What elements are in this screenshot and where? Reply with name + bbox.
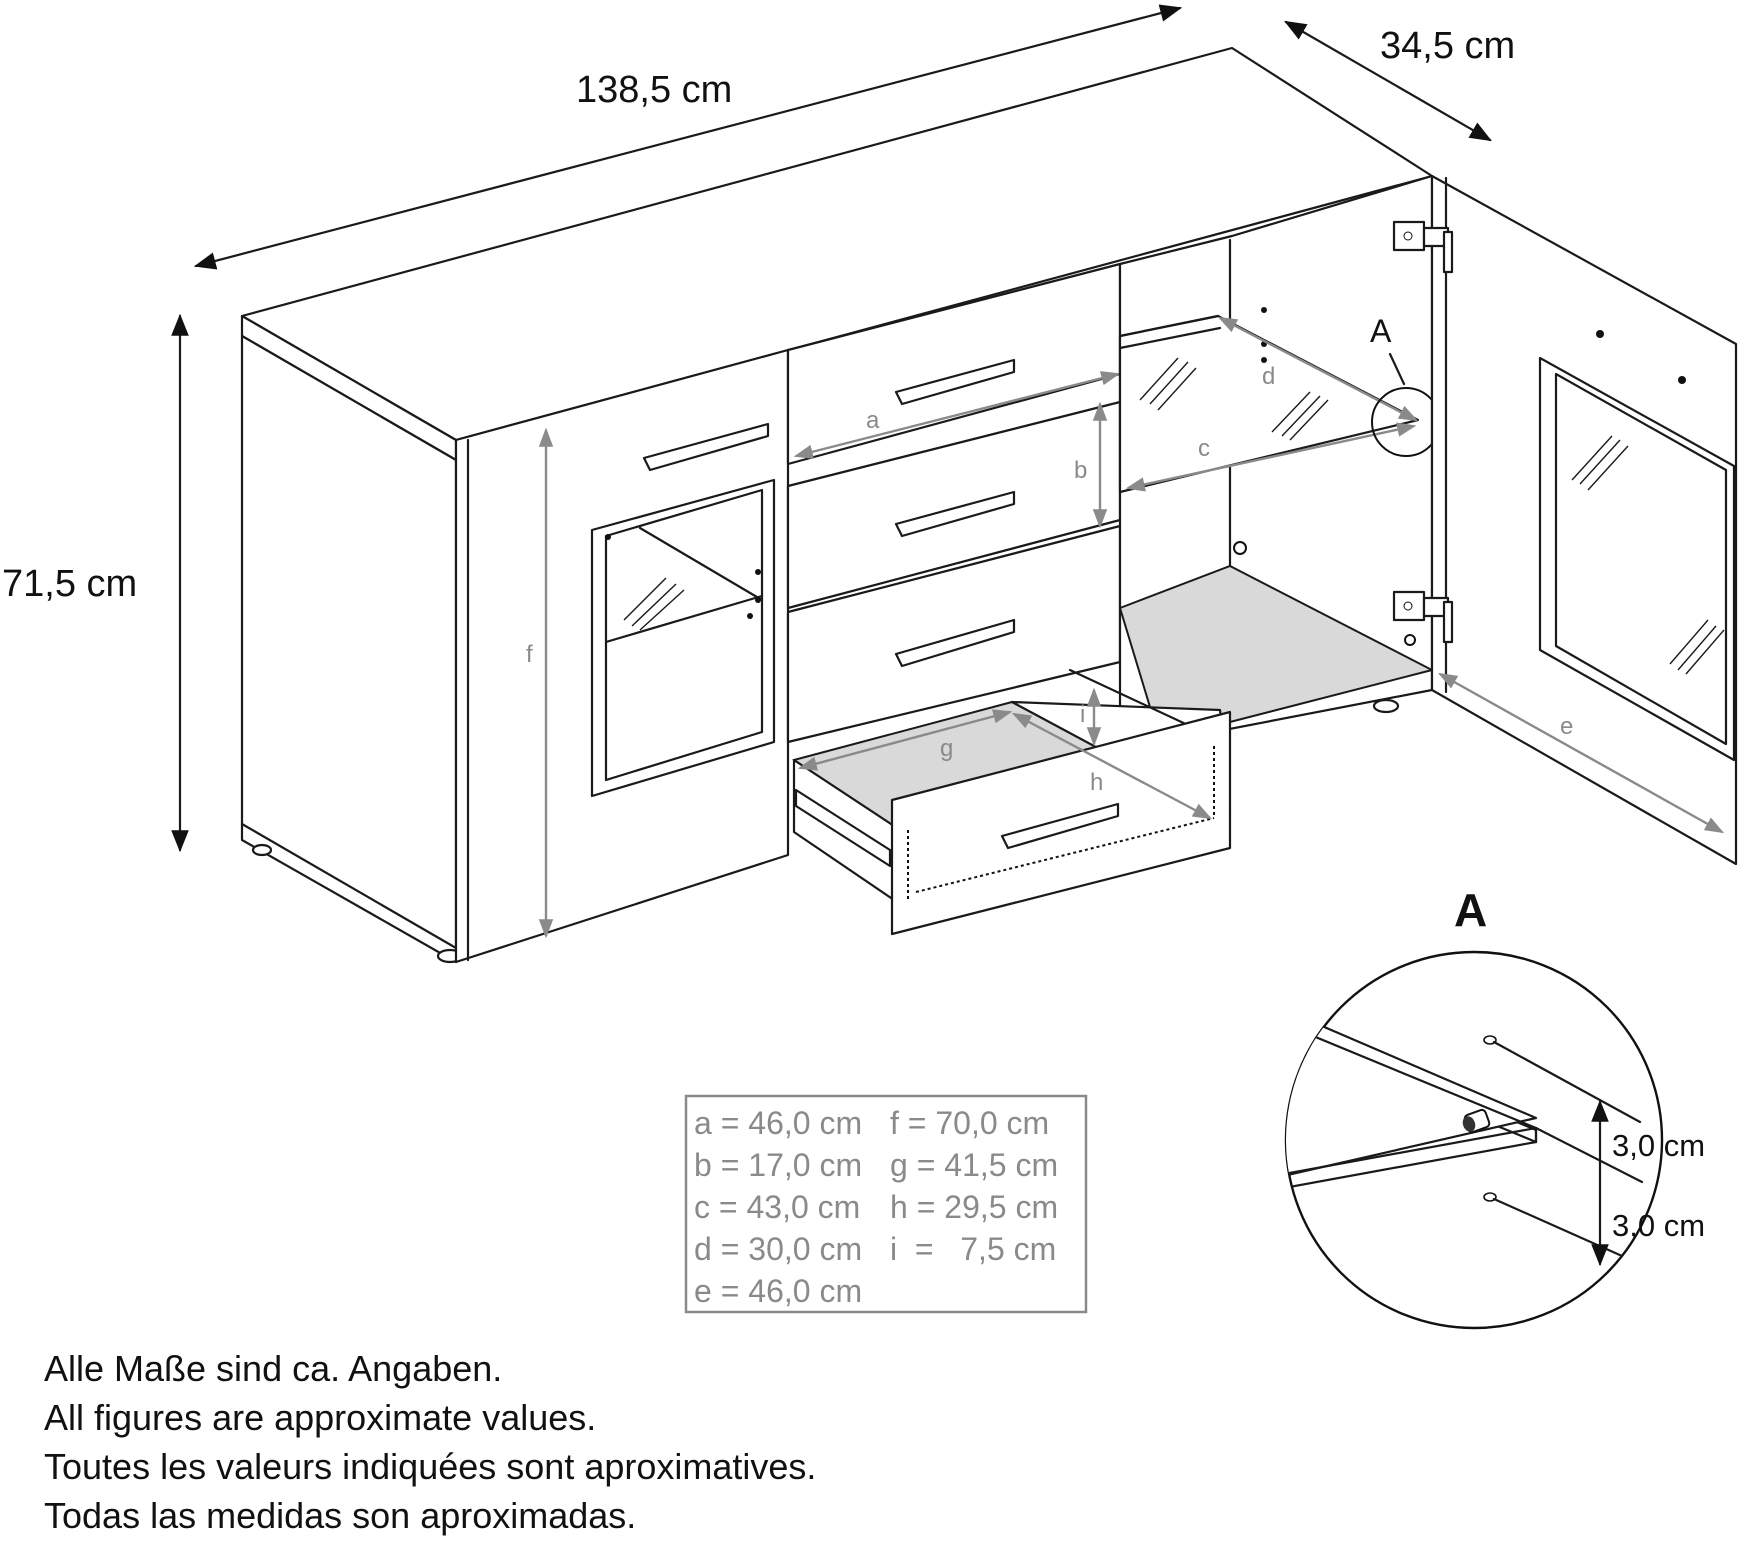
dim-g-label: g: [940, 735, 953, 762]
legend-row-1-left: a = 46,0 cm: [694, 1105, 862, 1141]
dim-d-label: d: [1262, 363, 1275, 390]
dim-e-label: e: [1560, 713, 1573, 740]
dim-f-label: f: [526, 641, 533, 668]
dim-b-label: b: [1074, 457, 1087, 484]
width-arrow: [193, 4, 1183, 270]
dim-g-line: [797, 709, 1013, 771]
detail-marker-label: A: [1370, 313, 1392, 349]
drawer-runner: [794, 788, 892, 868]
note-french: Toutes les valeurs indiquées sont aproxi…: [44, 1446, 817, 1487]
left-door-glass: [590, 478, 776, 798]
drawer-3-handle: [894, 618, 1016, 668]
note-english: All figures are approximate values.: [44, 1397, 597, 1438]
legend-row-2-left: b = 17,0 cm: [694, 1147, 862, 1183]
right-door-glass: [1538, 356, 1736, 762]
legend-row-3-left: c = 43,0 cm: [694, 1189, 860, 1225]
dim-a-line: [793, 371, 1121, 459]
width-label: 138,5 cm: [576, 69, 732, 111]
drawer-2-handle: [894, 490, 1016, 538]
sideboard-body: f a b d c A: [240, 46, 1738, 964]
depth-label: 34,5 cm: [1380, 25, 1515, 67]
legend-box: [684, 1094, 1088, 1314]
legend-row-1-right: f = 70,0 cm: [890, 1105, 1049, 1141]
dim-c-line: [1125, 422, 1417, 492]
detail-a: A 3,0 cm 3,0 cm: [1284, 884, 1705, 1330]
legend-row-5-left: e = 46,0 cm: [694, 1273, 862, 1309]
dim-h-line: [1011, 712, 1213, 820]
bottom-hinge: [1392, 590, 1454, 646]
legend-row-3-right: h = 29,5 cm: [890, 1189, 1058, 1225]
dim-a-label: a: [866, 407, 880, 434]
note-german: Alle Maße sind ca. Angaben.: [44, 1348, 503, 1389]
legend-row-2-right: g = 41,5 cm: [890, 1147, 1058, 1183]
left-door-handle: [642, 422, 770, 472]
detail-spacing-lower: 3,0 cm: [1612, 1208, 1705, 1243]
shelf-pin: [1462, 1108, 1491, 1134]
legend-row-4-left: d = 30,0 cm: [694, 1231, 862, 1267]
dimension-legend: a = 46,0 cm f = 70,0 cm b = 17,0 cm g = …: [684, 1094, 1088, 1314]
dim-e-line: [1437, 672, 1725, 834]
detail-spacing-upper: 3,0 cm: [1612, 1128, 1705, 1163]
detail-title: A: [1454, 884, 1487, 936]
dim-c-label: c: [1198, 435, 1210, 462]
note-spanish: Todas las medidas son aproximadas.: [44, 1495, 637, 1536]
dim-h-label: h: [1090, 769, 1103, 796]
dim-d-line: [1217, 316, 1419, 422]
disclaimer-notes: Alle Maße sind ca. Angaben. All figures …: [44, 1344, 816, 1540]
dim-i-label: i: [1080, 701, 1085, 728]
legend-row-4-right: i = 7,5 cm: [890, 1231, 1056, 1267]
top-hinge: [1392, 220, 1454, 274]
depth-arrow: [1284, 20, 1492, 142]
overall-dimensions: 138,5 cm 34,5 cm 71,5 cm: [2, 4, 1515, 853]
height-label: 71,5 cm: [2, 563, 137, 605]
